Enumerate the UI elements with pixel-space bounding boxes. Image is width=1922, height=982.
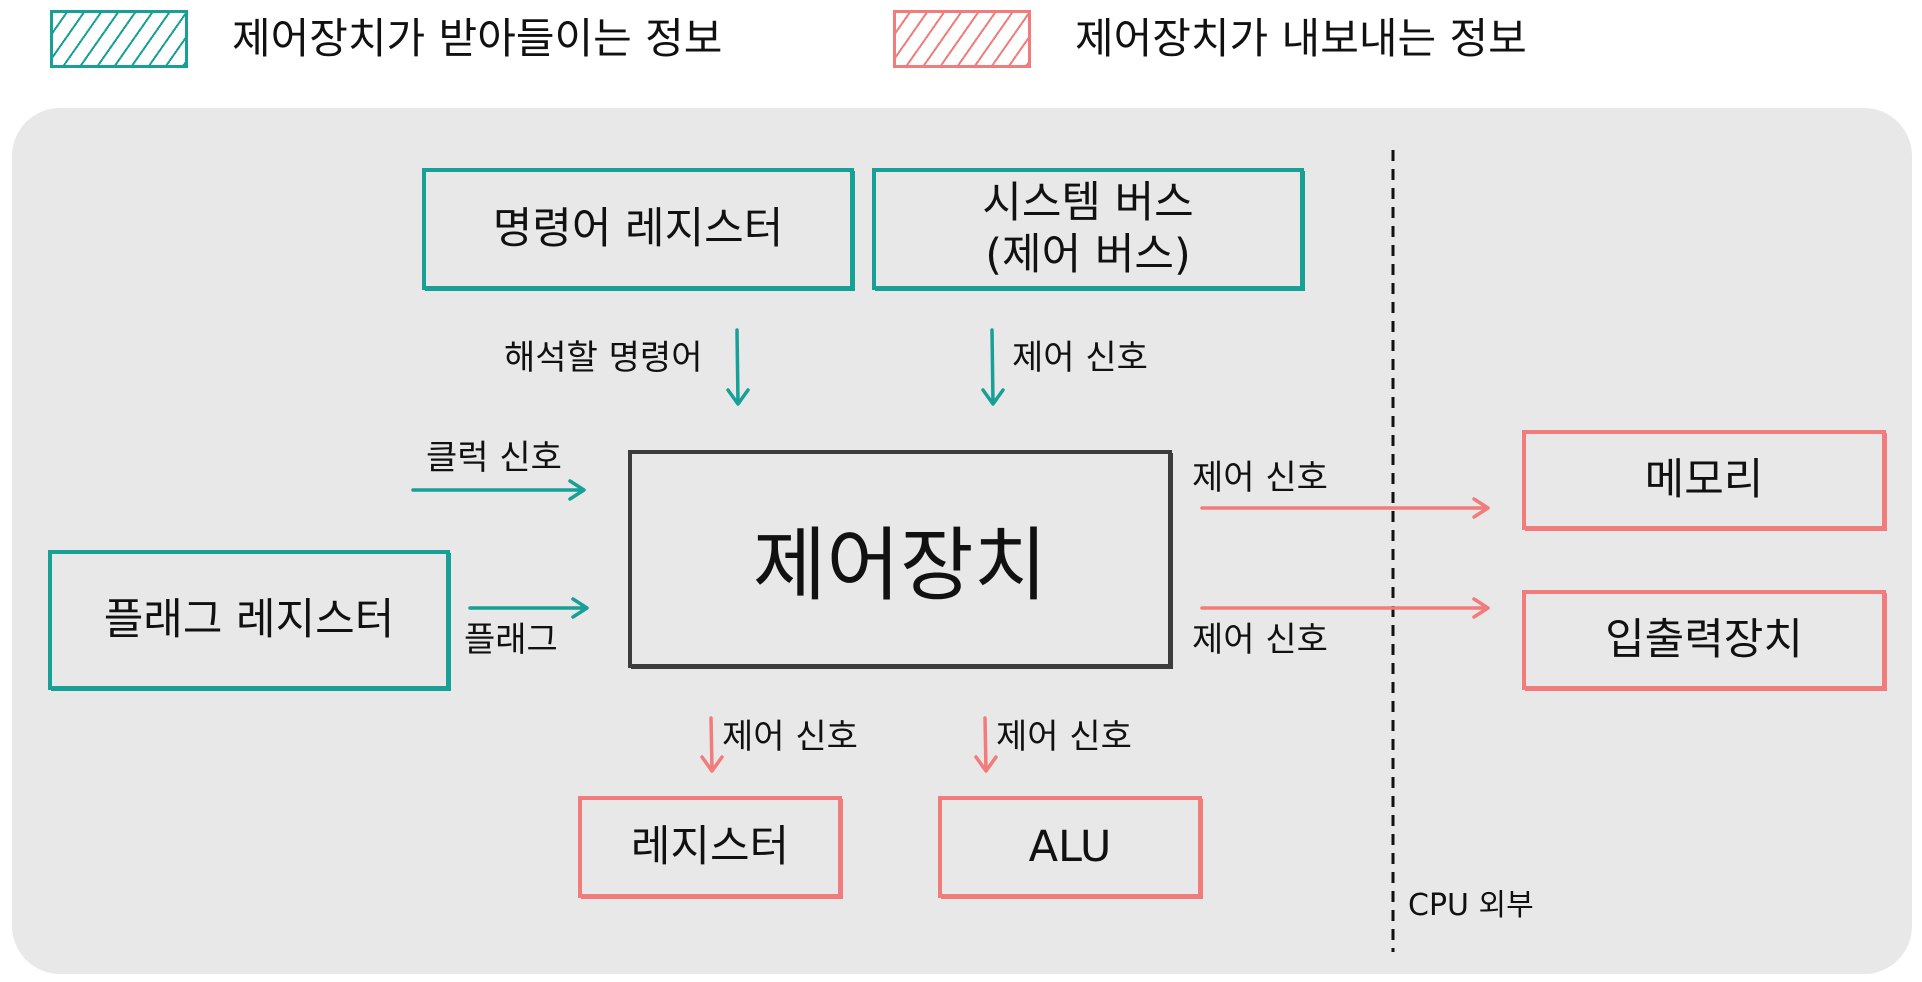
bus-control-arrow <box>981 328 1005 406</box>
alu-arrow <box>974 716 998 773</box>
alu-box: ALU <box>938 796 1202 898</box>
clock-signal-label: 클럭 신호 <box>426 438 562 478</box>
memory-arrow <box>1200 497 1490 519</box>
flag-register-label: 플래그 레지스터 <box>103 595 395 645</box>
input-legend-label: 제어장치가 받아들이는 정보 <box>232 14 723 63</box>
control-unit-box: 제어장치 <box>628 450 1172 668</box>
alu-control-signal-label: 제어 신호 <box>996 717 1132 757</box>
io-control-signal-label: 제어 신호 <box>1192 620 1328 660</box>
register-box: 레지스터 <box>578 796 842 898</box>
instruction-arrow <box>726 328 750 406</box>
io-device-box: 입출력장치 <box>1522 590 1886 690</box>
io-device-label: 입출력장치 <box>1605 615 1803 665</box>
instruction-signal-label: 해석할 명령어 <box>504 338 703 378</box>
input-legend-swatch <box>50 10 188 68</box>
bus-control-signal-label: 제어 신호 <box>1012 338 1148 378</box>
clock-arrow <box>411 479 586 501</box>
cpu-outside-label: CPU 외부 <box>1408 888 1534 923</box>
flag-signal-label: 플래그 <box>464 620 558 660</box>
instruction-register-label: 명령어 레지스터 <box>492 204 784 254</box>
flag-register-box: 플래그 레지스터 <box>48 550 450 690</box>
register-control-signal-label: 제어 신호 <box>722 717 858 757</box>
memory-box: 메모리 <box>1522 430 1886 530</box>
flag-arrow <box>468 597 589 619</box>
diagram-panel <box>12 108 1912 974</box>
output-legend-swatch <box>893 10 1031 68</box>
instruction-register-box: 명령어 레지스터 <box>422 168 854 290</box>
system-bus-label: 시스템 버스 (제어 버스) <box>982 178 1194 280</box>
io-arrow <box>1200 597 1490 619</box>
alu-label: ALU <box>1028 822 1112 872</box>
memory-control-signal-label: 제어 신호 <box>1192 458 1328 498</box>
output-legend-label: 제어장치가 내보내는 정보 <box>1075 14 1527 63</box>
system-bus-box: 시스템 버스 (제어 버스) <box>872 168 1304 290</box>
memory-label: 메모리 <box>1644 455 1764 505</box>
register-arrow <box>700 716 724 773</box>
register-label: 레지스터 <box>630 822 790 872</box>
control-unit-label: 제어장치 <box>752 519 1048 612</box>
